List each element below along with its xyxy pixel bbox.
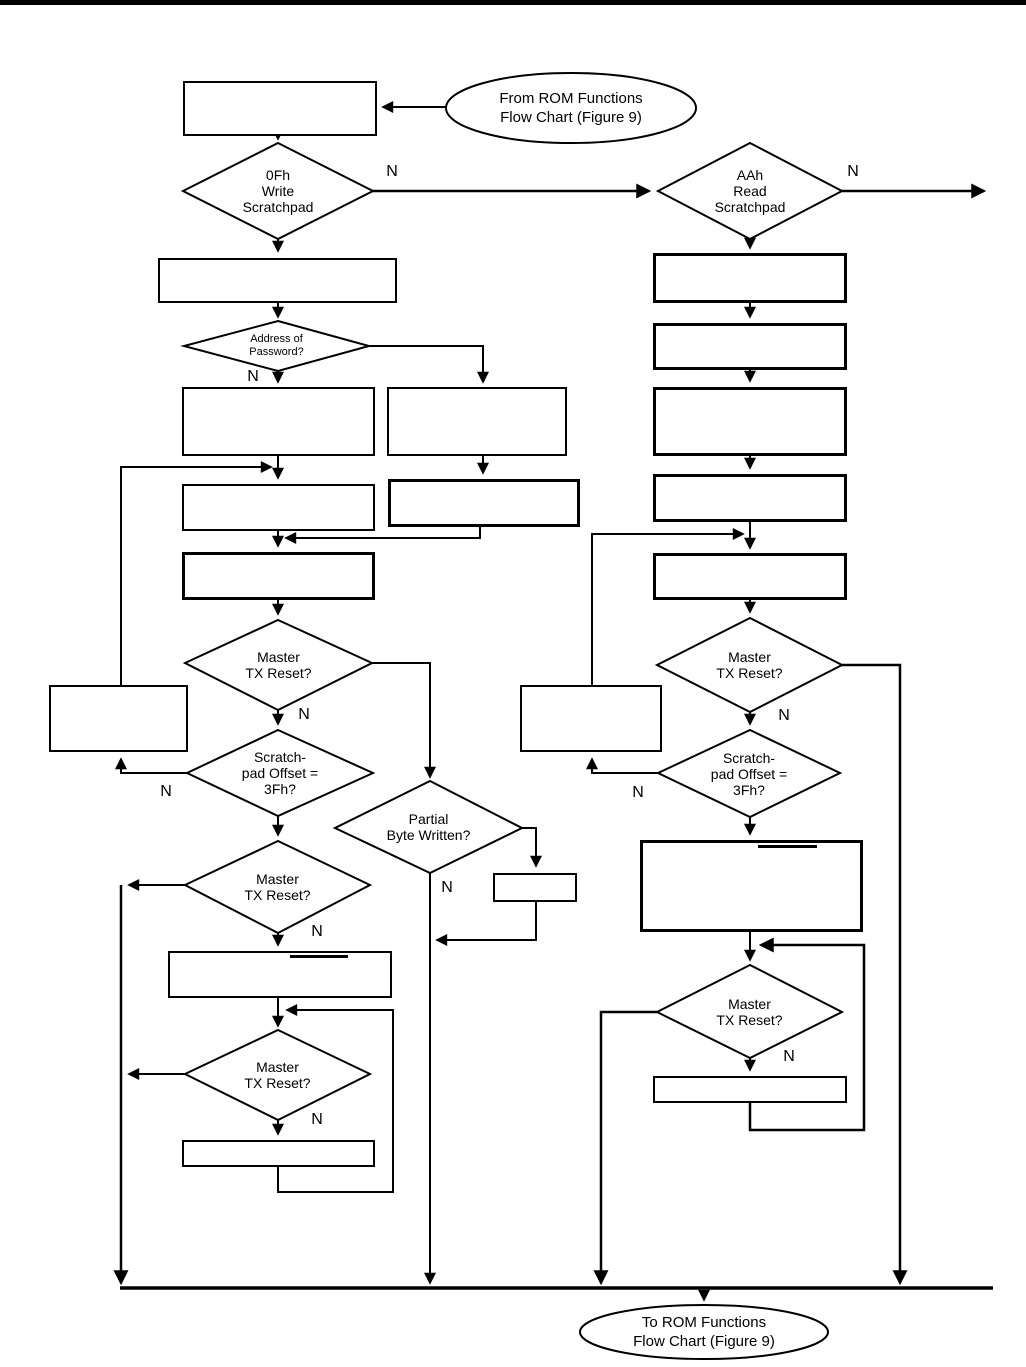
branch-label-n: N [160, 783, 172, 800]
loop-line-left [277, 1004, 394, 1193]
decision-master-tx-reset-ws3-label: Master TX Reset? [244, 1059, 311, 1091]
process-box-ws-5 [182, 1140, 375, 1167]
decision-partial-byte-written-label: Partial Byte Written? [386, 811, 471, 843]
decision-read-scratchpad-shape [655, 141, 845, 241]
process-box-rs-1 [653, 253, 847, 303]
branch-label-n: N [632, 784, 644, 801]
process-box-rs-5 [653, 553, 847, 600]
process-box-rs-loop [520, 685, 662, 752]
decision-scratchpad-offset-ws-shape [184, 728, 376, 818]
rail-drop-center-right [593, 1010, 657, 1286]
branch-label-n: N [441, 879, 453, 896]
process-box-ws-4 [182, 552, 375, 600]
decision-master-tx-reset-rs2-label: Master TX Reset? [716, 995, 783, 1028]
decision-master-tx-reset-ws3-shape [182, 1028, 373, 1122]
decision-scratchpad-offset-rs-shape [655, 728, 843, 819]
branch-label-n: N [247, 368, 259, 385]
overline-mark [290, 955, 348, 958]
terminator-from-rom-shape [445, 72, 697, 144]
decision-scratchpad-offset-ws-label: Scratch- pad Offset = 3Fh? [241, 749, 319, 797]
loop-line-right [748, 937, 866, 1132]
terminator-to-rom-shape [579, 1304, 829, 1360]
process-box-ws-2 [182, 387, 375, 456]
process-box-ws-3 [182, 484, 375, 531]
branch-label-n: N [783, 1048, 795, 1065]
branch-label-n: N [847, 163, 859, 180]
process-box-rs-4 [653, 474, 847, 522]
terminator-to-rom-label: To ROM Functions Flow Chart (Figure 9) [633, 1314, 775, 1350]
process-box-ws-1 [158, 258, 397, 303]
process-box-rs-6 [653, 1076, 847, 1103]
arrow-offset-n-right [586, 757, 658, 774]
terminator-from-rom-label: From ROM Functions Flow Chart (Figure 9) [499, 90, 643, 126]
rail-drop-right [842, 663, 908, 1286]
shapes [180, 72, 845, 1360]
decision-write-scratchpad-shape [180, 141, 376, 241]
decision-master-tx-reset-ws2-shape [182, 839, 373, 935]
process-box-ws-crc [168, 951, 392, 998]
decision-address-of-password-label: Address of Password? [249, 333, 304, 358]
decision-master-tx-reset-ws1-label: Master TX Reset? [245, 649, 312, 681]
process-box-rs-2 [653, 323, 847, 370]
branch-label-n: N [311, 1111, 323, 1128]
branch-label-n: N [298, 706, 310, 723]
branch-label-n: N [778, 707, 790, 724]
process-box-rom-entry [183, 81, 377, 136]
decision-address-of-password-shape [180, 319, 373, 373]
branch-label-n: N [311, 923, 323, 940]
arrow-partial-y [522, 827, 542, 868]
process-box-rs-3 [653, 387, 847, 456]
decision-read-scratchpad-label: AAh Read Scratchpad [714, 167, 786, 215]
arrow-offset-n-left [115, 757, 187, 774]
process-box-ws-password-1 [387, 387, 567, 456]
merge-line-partial [435, 902, 537, 946]
decision-scratchpad-offset-rs-label: Scratch- pad Offset = 3Fh? [710, 749, 788, 798]
process-box-rs-crc [640, 840, 863, 932]
arrow-txreset-y-left [372, 662, 436, 779]
decision-partial-byte-written-shape [332, 779, 525, 875]
decision-master-tx-reset-rs1-label: Master TX Reset? [716, 649, 783, 681]
arrow-password-branch [369, 345, 489, 384]
merge-line-left [284, 527, 481, 544]
decision-master-tx-reset-rs1-shape [654, 616, 845, 714]
process-box-ws-partial [493, 873, 577, 902]
decision-write-scratchpad-label: 0Fh Write Scratchpad [242, 167, 314, 215]
connectors [113, 101, 993, 1302]
branch-label-n: N [386, 163, 398, 180]
process-box-ws-loop [49, 685, 188, 752]
decision-master-tx-reset-ws1-shape [182, 618, 375, 712]
process-box-ws-password-2 [388, 479, 580, 527]
feedback-line-left [120, 461, 273, 685]
feedback-line-right [591, 528, 745, 685]
page-top-rule [0, 0, 1026, 5]
overline-mark [758, 845, 817, 848]
decision-master-tx-reset-ws2-label: Master TX Reset? [244, 871, 311, 903]
decision-master-tx-reset-rs2-shape [654, 963, 845, 1060]
